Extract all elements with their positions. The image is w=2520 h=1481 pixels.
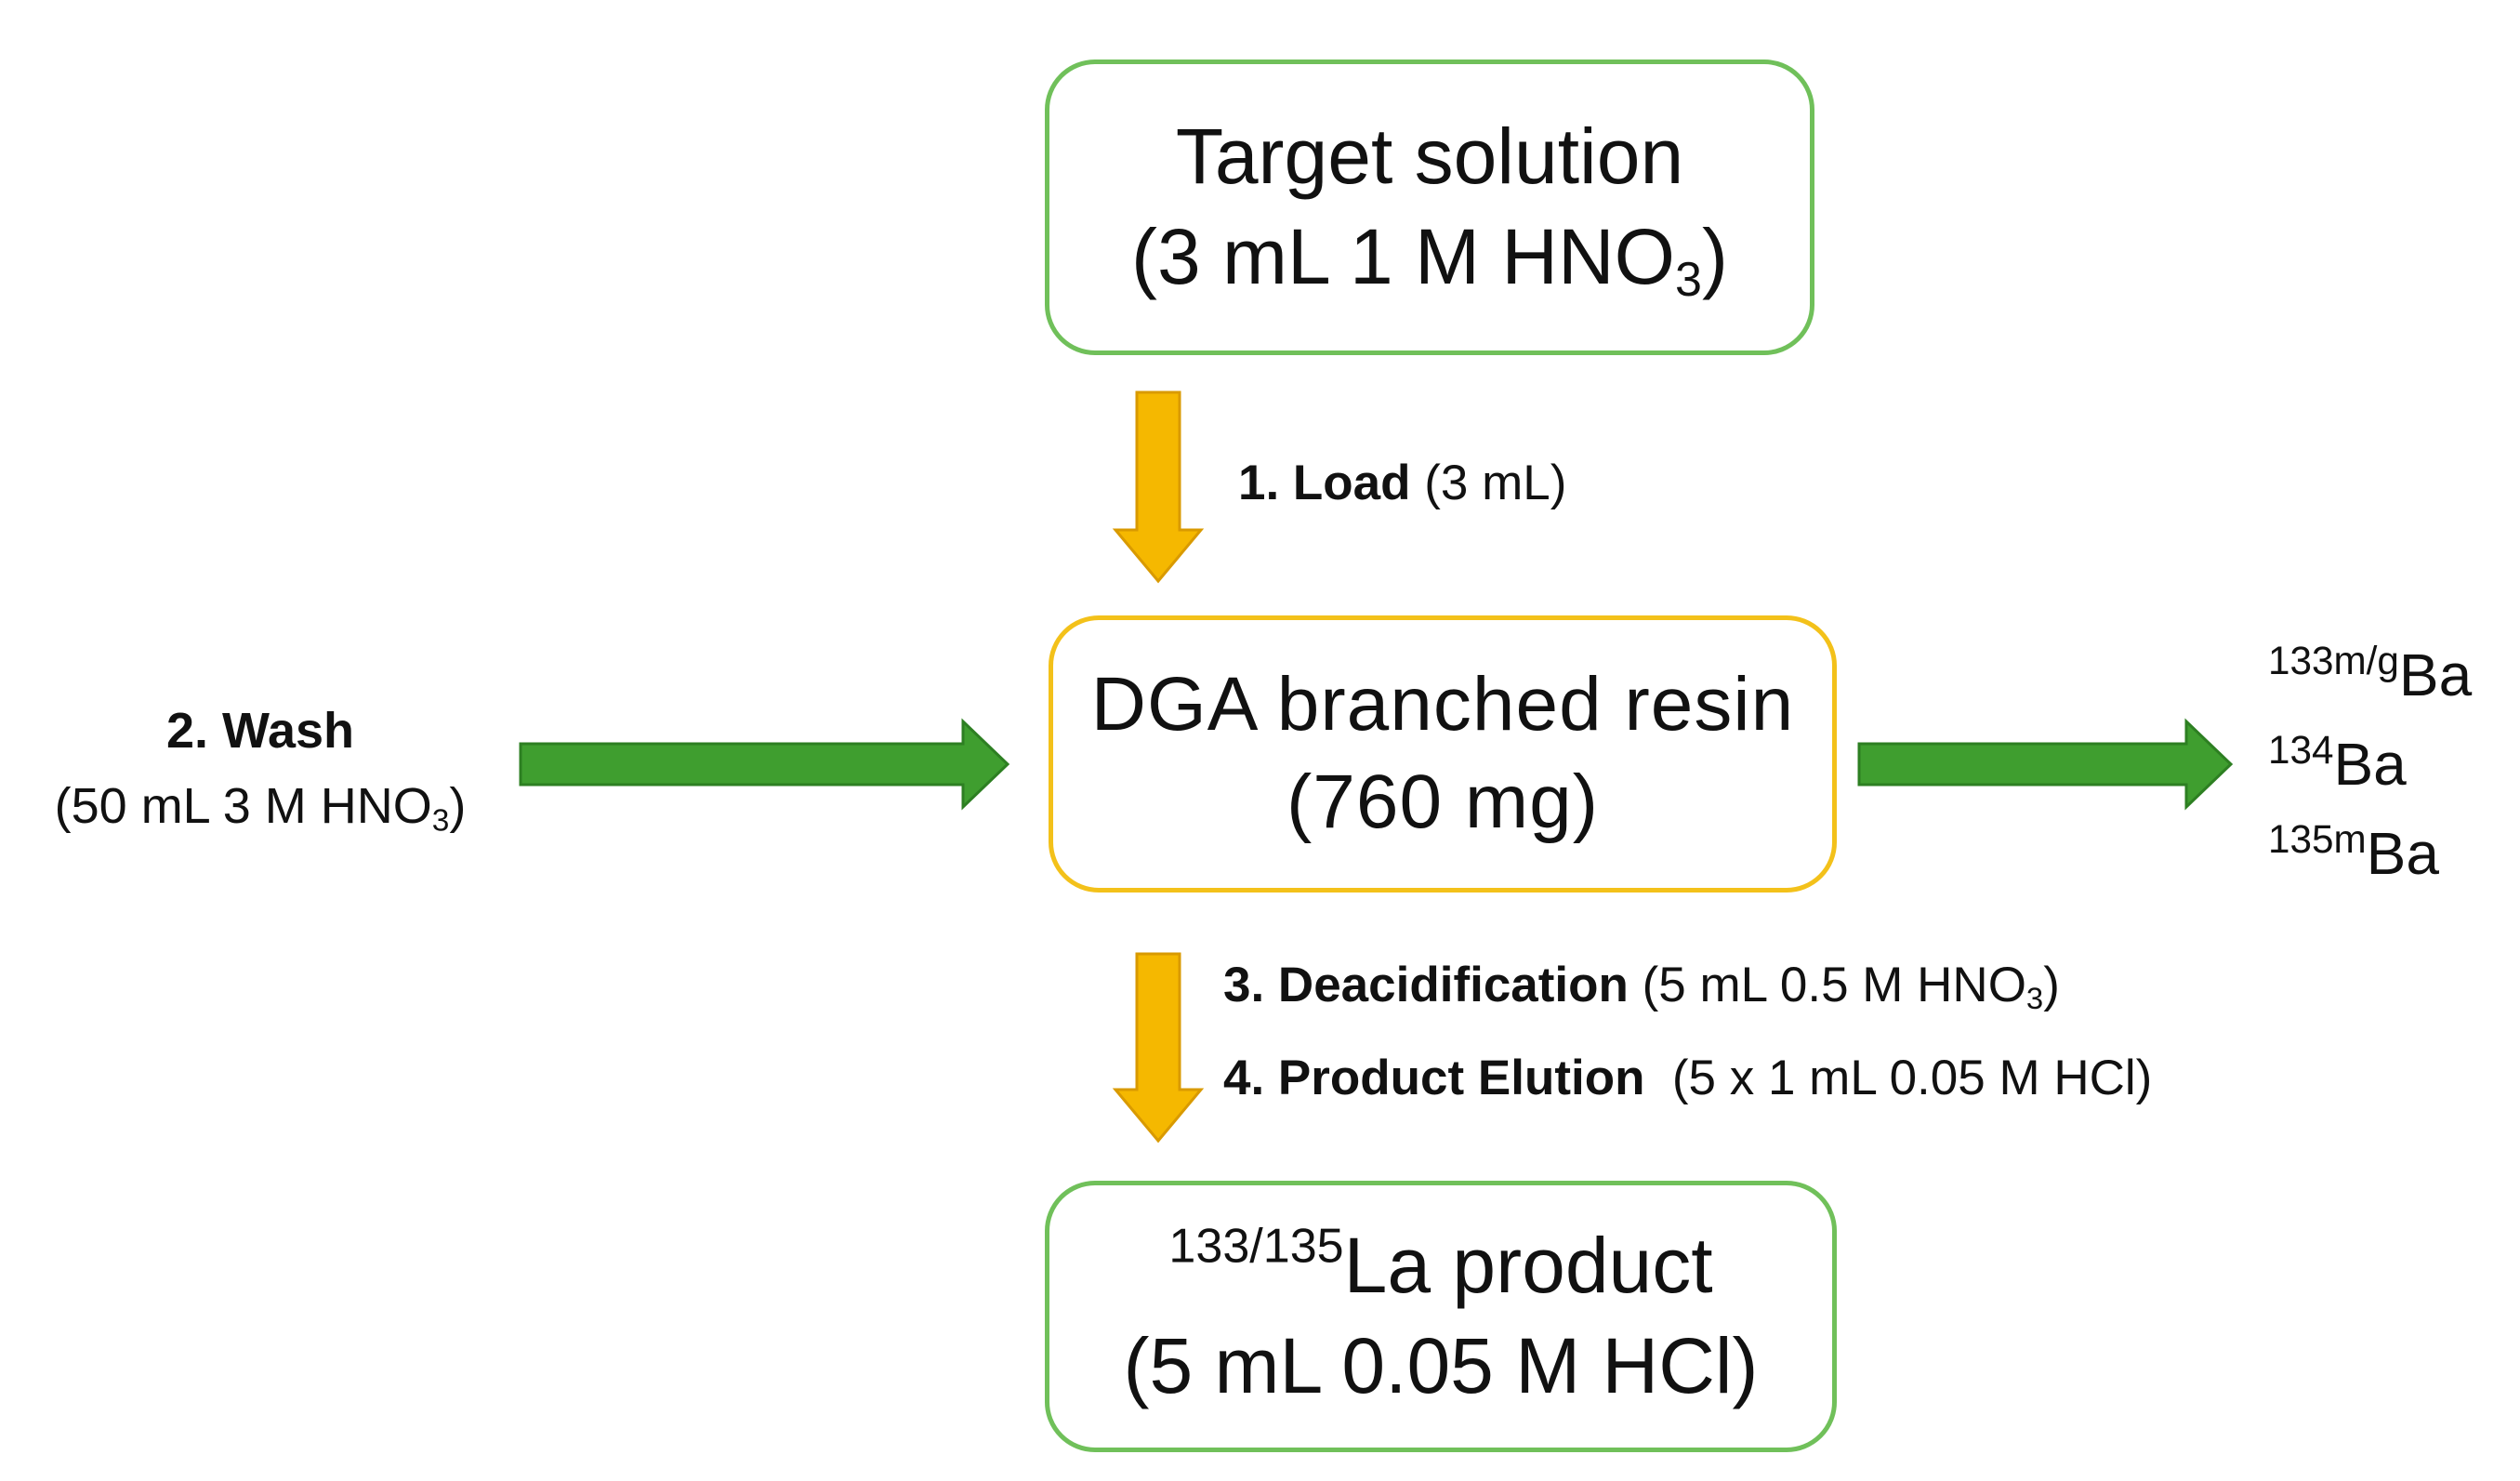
waste-isotope-list: 133m/gBa 134Ba 135mBa [2268,630,2472,898]
wash-arrow [519,718,1010,811]
waste-arrow [1857,718,2234,811]
step-elution-label: 4. Product Elution (5 x 1 mL 0.05 M HCl) [1223,1049,2152,1108]
isotope-mass: 133m/g [2268,638,2399,682]
wash-detail-subscript: 3 [431,803,450,839]
wash-detail-suffix: ) [449,778,467,834]
target-solution-box: Target solution (3 mL 1 M HNO3) [1045,60,1814,355]
product-box: 133/135La product (5 mL 0.05 M HCl) [1045,1181,1837,1452]
product-title-text: La product [1343,1222,1713,1310]
step-load-title: 1. Load [1238,456,1411,510]
isotope-element: Ba [2398,641,2473,708]
target-solution-detail: (3 mL 1 M HNO3) [1131,207,1728,308]
target-detail-suffix: ) [1701,213,1728,300]
isotope-element: Ba [2366,820,2439,887]
load-arrow [1112,390,1205,584]
isotope-item: 135mBa [2268,809,2472,898]
product-isotope-mass: 133/135 [1168,1220,1344,1275]
step-wash-title: 2. Wash [165,703,355,759]
deacid-detail-suffix: ) [2043,958,2060,1012]
step-deacidification-title: 3. Deacidification [1223,958,1629,1012]
wash-detail-prefix: (50 mL 3 M HNO [54,778,432,834]
resin-detail: (760 mg) [1286,760,1600,844]
step-load-label: 1. Load (3 mL) [1238,454,1566,513]
elution-arrow [1112,952,1205,1144]
step-elution-title: 4. Product Elution [1223,1051,1645,1105]
step-wash-detail: (50 mL 3 M HNO3) [19,769,502,844]
isotope-element: Ba [2333,731,2407,798]
product-detail: (5 mL 0.05 M HCl) [1123,1322,1759,1409]
resin-box: DGA branched resin (760 mg) [1049,615,1837,893]
target-detail-subscript: 3 [1675,253,1702,308]
step-deacidification-label: 3. Deacidification (5 mL 0.5 M HNO3) [1223,956,2060,1015]
isotope-item: 134Ba [2268,720,2472,809]
isotope-mass: 135m [2268,816,2367,861]
resin-title: DGA branched resin [1090,662,1795,747]
deacid-detail-subscript: 3 [2025,981,2044,1016]
step-wash-label: 2. Wash (50 mL 3 M HNO3) [19,694,502,844]
target-detail-prefix: (3 mL 1 M HNO [1131,213,1675,300]
deacid-detail-prefix: (5 mL 0.5 M HNO [1628,958,2026,1012]
isotope-item: 133m/gBa [2268,630,2472,720]
target-solution-title: Target solution [1175,112,1684,201]
step-elution-detail: (5 x 1 mL 0.05 M HCl) [1644,1051,2153,1105]
product-title: 133/135La product [1168,1216,1712,1316]
isotope-mass: 134 [2268,727,2334,772]
step-load-detail: (3 mL) [1410,456,1567,510]
